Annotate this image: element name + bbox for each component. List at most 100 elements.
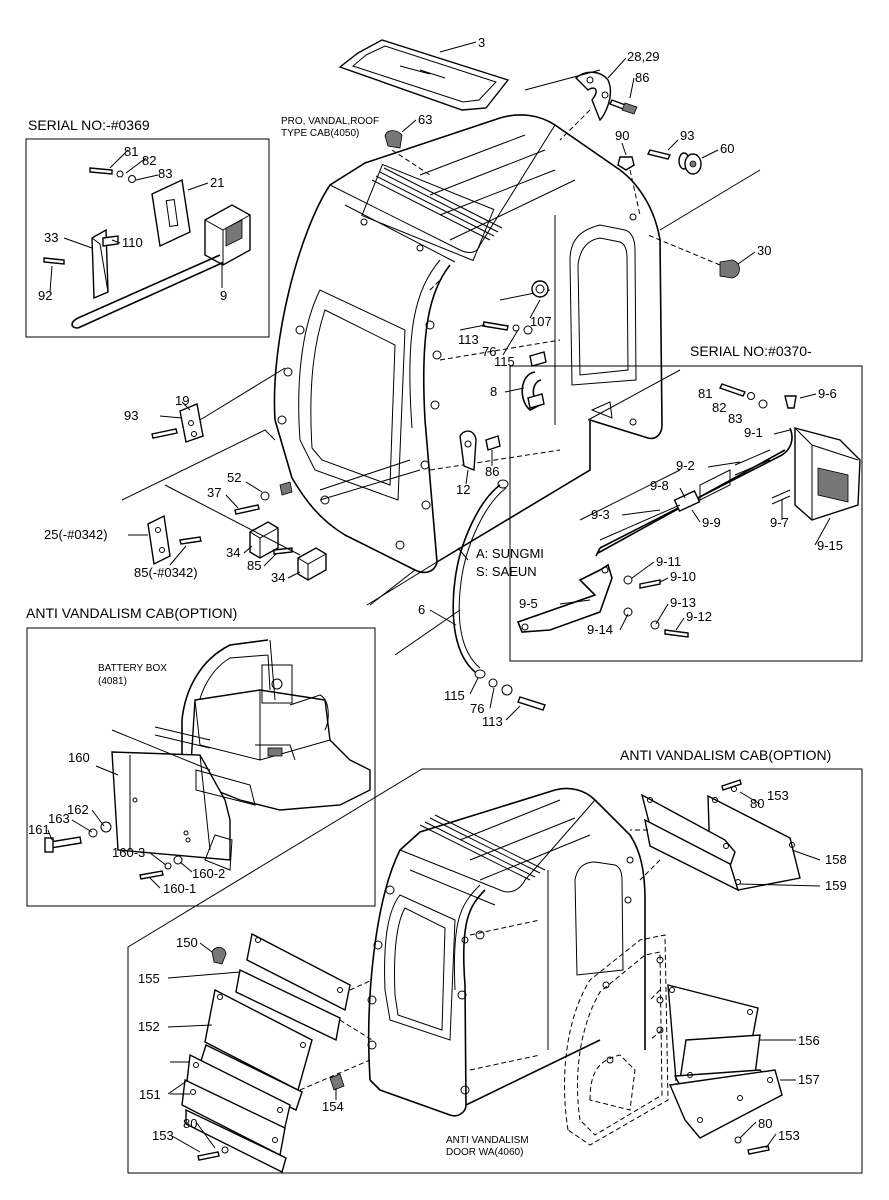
plates-156-157 bbox=[649, 984, 783, 1155]
label-83-a: 83 bbox=[158, 166, 172, 181]
label-9-10: 9-10 bbox=[670, 569, 696, 584]
label-80-c: 80 bbox=[758, 1116, 772, 1131]
label-83-b: 83 bbox=[728, 411, 742, 426]
anti-vandal-cab bbox=[367, 787, 646, 1117]
label-63: 63 bbox=[418, 112, 432, 127]
label-155: 155 bbox=[138, 971, 160, 986]
label-156: 156 bbox=[798, 1033, 820, 1048]
label-9-13: 9-13 bbox=[670, 595, 696, 610]
label-9-7: 9-7 bbox=[770, 515, 789, 530]
label-153-c: 153 bbox=[778, 1128, 800, 1143]
label-86-mid: 86 bbox=[485, 464, 499, 479]
serial-new-box bbox=[509, 365, 863, 662]
label-52: 52 bbox=[227, 470, 241, 485]
label-81-a: 81 bbox=[124, 144, 138, 159]
fasteners-37-52 bbox=[234, 481, 293, 515]
label-113-b: 113 bbox=[482, 714, 503, 729]
label-28-29: 28,29 bbox=[627, 49, 660, 64]
label-90: 90 bbox=[615, 128, 629, 143]
main-cab bbox=[273, 114, 663, 574]
label-115-a: 115 bbox=[494, 354, 515, 369]
roof-glass bbox=[338, 39, 510, 111]
label-9-8: 9-8 bbox=[650, 478, 669, 493]
serial-new-parts bbox=[516, 383, 861, 638]
label-25: 25(-#0342) bbox=[44, 527, 108, 542]
door-note-1: ANTI VANDALISM bbox=[446, 1135, 529, 1146]
battery-box-parts bbox=[44, 639, 371, 880]
label-161: 161 bbox=[28, 822, 50, 837]
label-81-b: 81 bbox=[698, 386, 712, 401]
grab-handle bbox=[482, 321, 547, 411]
label-9-14: 9-14 bbox=[587, 622, 613, 637]
label-80-a: 80 bbox=[750, 796, 764, 811]
label-76-a: 76 bbox=[482, 344, 496, 359]
label-85-b: 85 bbox=[247, 558, 261, 573]
label-9-15: 9-15 bbox=[817, 538, 843, 553]
label-110: 110 bbox=[122, 235, 143, 250]
label-34-b: 34 bbox=[271, 570, 285, 585]
label-107: 107 bbox=[530, 314, 552, 329]
label-153-a: 153 bbox=[767, 788, 789, 803]
label-9-9: 9-9 bbox=[702, 515, 721, 530]
label-159: 159 bbox=[825, 878, 847, 893]
label-9-1: 9-1 bbox=[744, 425, 763, 440]
label-93-top: 93 bbox=[680, 128, 694, 143]
part-labels: 3 28,29 86 63 90 93 60 30 81 82 83 21 33… bbox=[28, 35, 847, 1143]
label-151: 151 bbox=[139, 1087, 161, 1102]
bracket-28-29 bbox=[574, 71, 612, 122]
label-93-left: 93 bbox=[124, 408, 138, 423]
label-9: 9 bbox=[220, 288, 227, 303]
battery-box-frame bbox=[26, 627, 376, 907]
roof-cab-note-2: TYPE CAB(4050) bbox=[281, 128, 359, 139]
label-158: 158 bbox=[825, 852, 847, 867]
label-76-b: 76 bbox=[470, 701, 484, 716]
label-37: 37 bbox=[207, 485, 221, 500]
leader-lines-main bbox=[121, 429, 461, 656]
label-163: 163 bbox=[48, 811, 70, 826]
maker-note-a: A: SUNGMI bbox=[476, 546, 544, 561]
anti-vandal-right-title: ANTI VANDALISM CAB(OPTION) bbox=[620, 747, 831, 763]
label-9-3: 9-3 bbox=[591, 507, 610, 522]
label-9-6: 9-6 bbox=[818, 386, 837, 401]
label-92: 92 bbox=[38, 288, 52, 303]
anti-vandal-cab-frame bbox=[127, 768, 863, 1174]
label-9-11: 9-11 bbox=[656, 554, 681, 569]
label-153-b: 153 bbox=[152, 1128, 174, 1143]
label-85-a: 85(-#0342) bbox=[134, 565, 198, 580]
serial-old-title: SERIAL NO:-#0369 bbox=[28, 117, 150, 133]
battery-note-2: (4081) bbox=[98, 676, 127, 687]
plate-25 bbox=[147, 514, 202, 566]
top-hardware bbox=[384, 99, 740, 298]
door-note-2: DOOR WA(4060) bbox=[446, 1147, 523, 1158]
label-160-1: 160-1 bbox=[163, 881, 196, 896]
label-80-b: 80 bbox=[183, 1116, 197, 1131]
label-9-12: 9-12 bbox=[686, 609, 712, 624]
plates-left bbox=[181, 932, 373, 1174]
label-19: 19 bbox=[175, 393, 189, 408]
label-60: 60 bbox=[720, 141, 734, 156]
plate-19 bbox=[151, 367, 286, 443]
label-115-b: 115 bbox=[444, 688, 465, 703]
label-leaders bbox=[47, 41, 831, 1153]
roof-cab-note-1: PRO, VANDAL,ROOF bbox=[281, 116, 379, 127]
label-162: 162 bbox=[67, 802, 89, 817]
label-86-top: 86 bbox=[635, 70, 649, 85]
label-8: 8 bbox=[490, 384, 497, 399]
label-6: 6 bbox=[418, 602, 425, 617]
rod-6 bbox=[452, 479, 546, 711]
blocks-34 bbox=[249, 521, 327, 581]
anti-vandal-door bbox=[564, 934, 669, 1146]
leader-lines-right bbox=[369, 69, 761, 606]
label-152: 152 bbox=[138, 1019, 160, 1034]
label-34-a: 34 bbox=[226, 545, 240, 560]
label-9-5: 9-5 bbox=[519, 596, 538, 611]
label-154: 154 bbox=[322, 1099, 344, 1114]
anti-vandal-left-title: ANTI VANDALISM CAB(OPTION) bbox=[26, 605, 237, 621]
serial-new-title: SERIAL NO:#0370- bbox=[690, 343, 812, 359]
label-30: 30 bbox=[757, 243, 771, 258]
label-113-a: 113 bbox=[458, 332, 479, 347]
hook-12 bbox=[459, 430, 501, 472]
label-12: 12 bbox=[456, 482, 470, 497]
label-160: 160 bbox=[68, 750, 90, 765]
